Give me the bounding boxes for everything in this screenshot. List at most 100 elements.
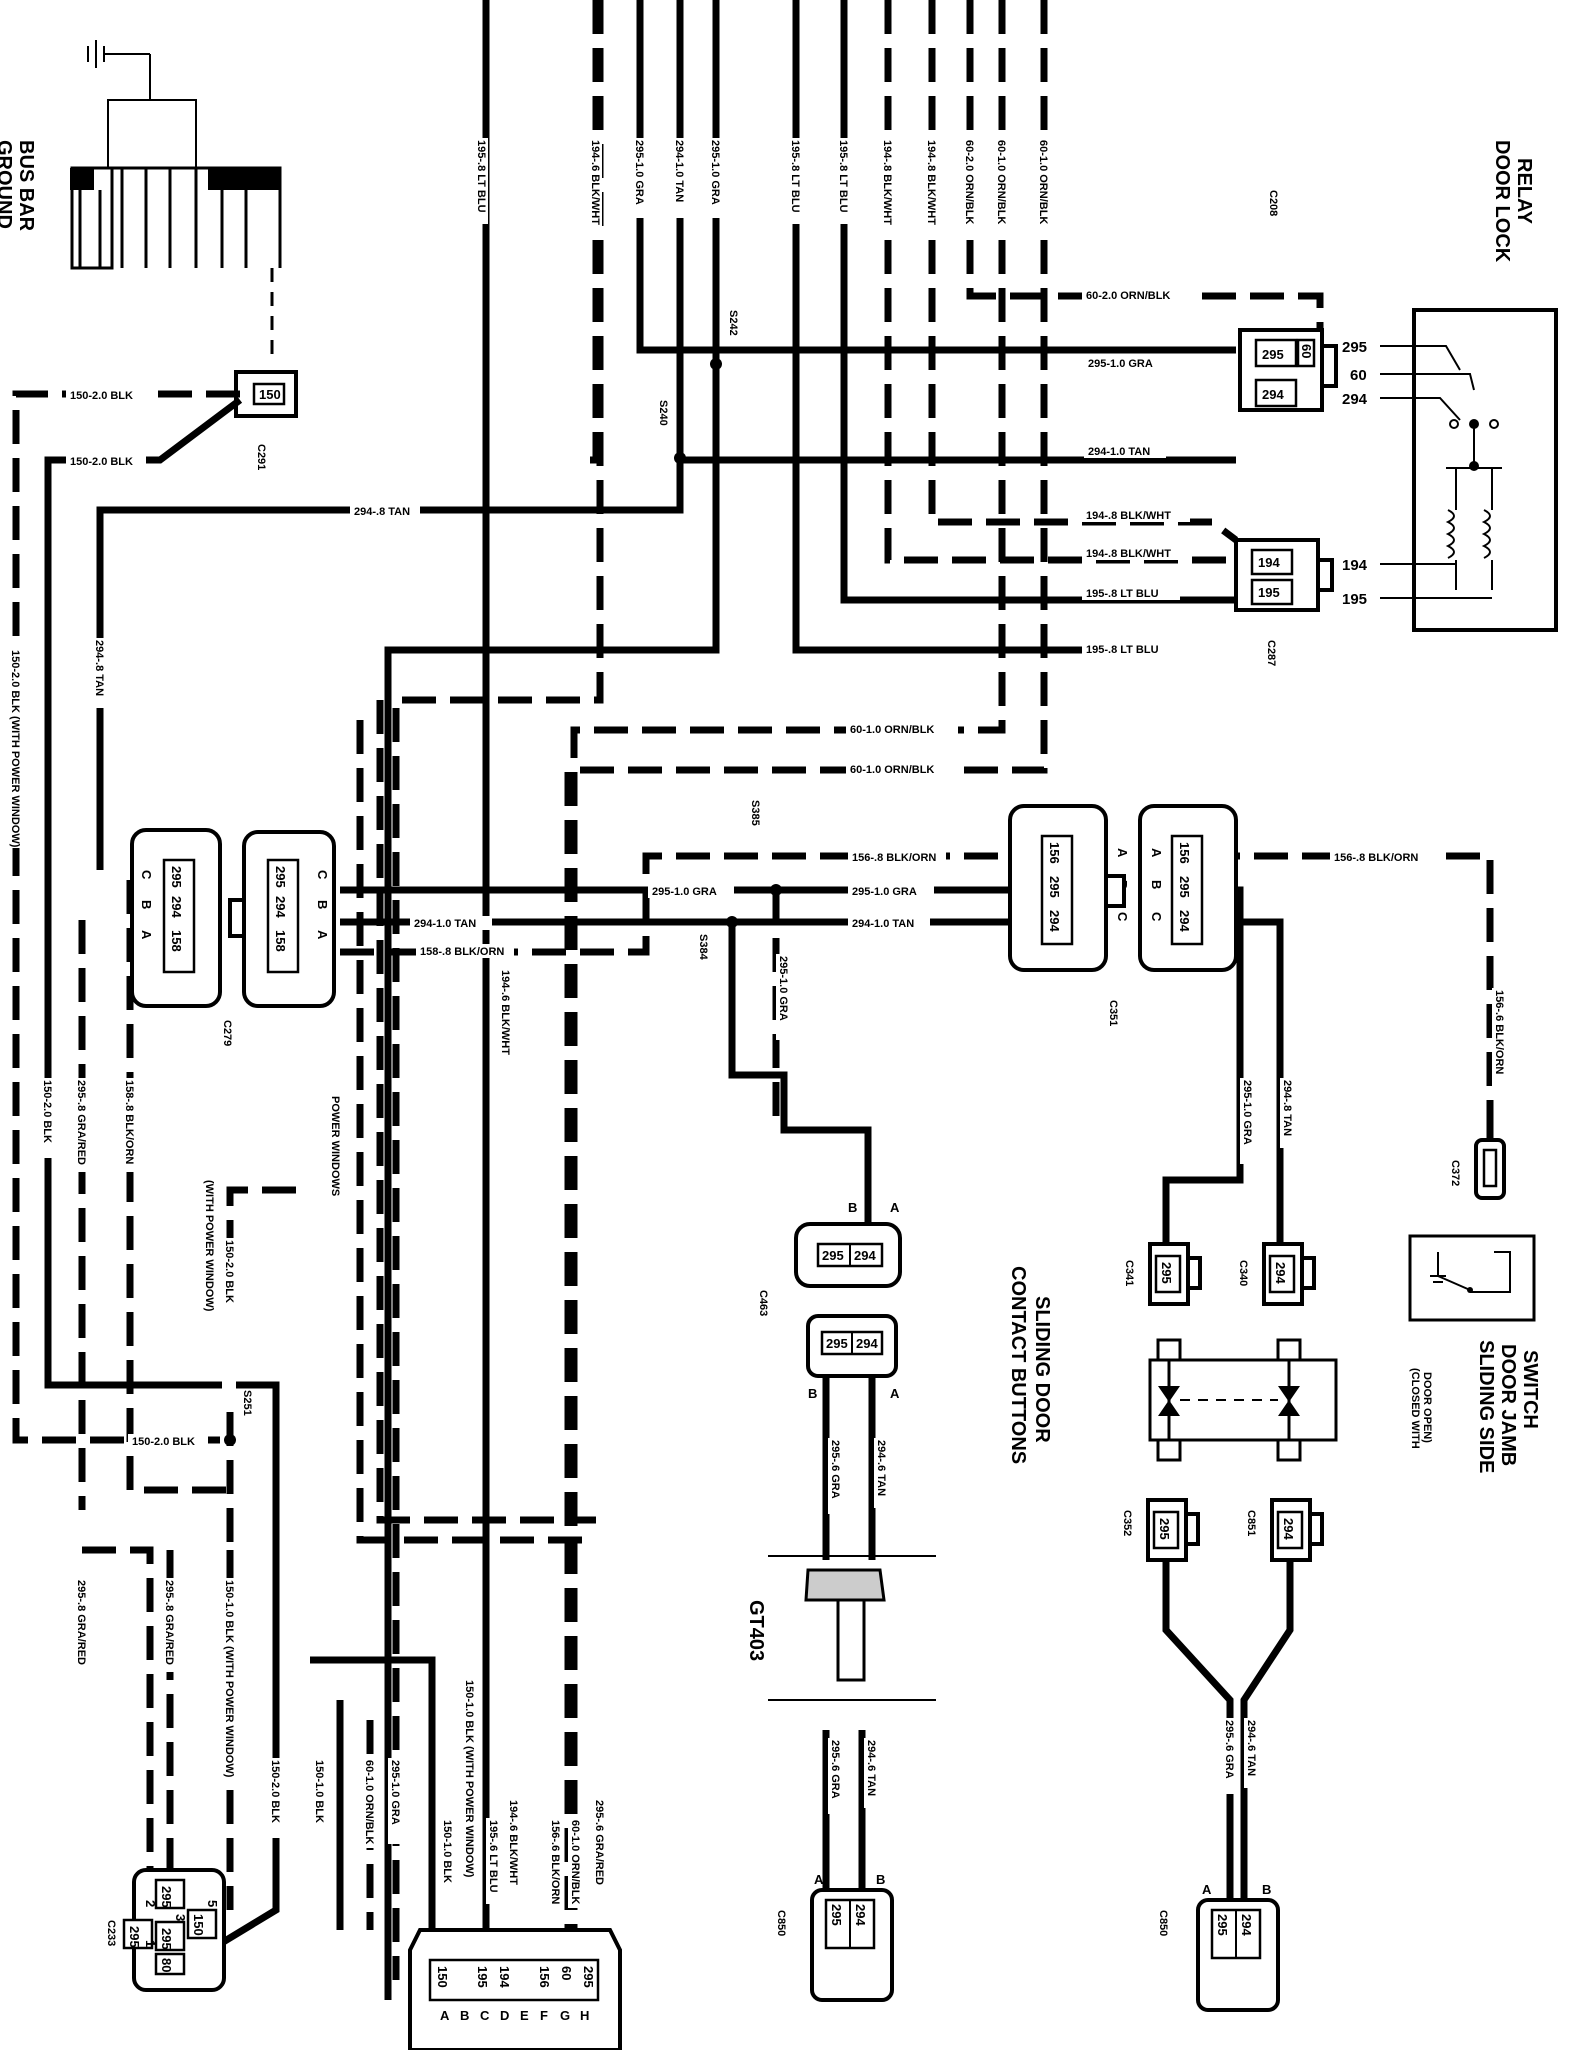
wire-label-150-1-pw: 150-1.0 BLK (WITH POWER WINDOW): [222, 1578, 236, 1778]
svg-text:C291: C291: [255, 444, 267, 470]
wire-label-295-6-gra-a: 295-.6 GRA: [828, 1438, 842, 1514]
wire-label-60-2-top: 60-2.0 ORN/BLK: [1082, 288, 1194, 302]
svg-text:60-2.0 ORN/BLK: 60-2.0 ORN/BLK: [963, 140, 975, 224]
wire-label-294-tan: 294-1.0 TAN: [672, 138, 686, 218]
svg-text:C233: C233: [105, 1920, 117, 1946]
wire-label-150-blk-pw: 150-2.0 BLK (WITH POWER WINDOW): [8, 648, 22, 848]
svg-text:294: 294: [1177, 910, 1192, 932]
wire-label-150-2-c233: 150-2.0 BLK: [268, 1758, 282, 1838]
svg-text:1: 1: [143, 1940, 158, 1947]
splice-s385: S385: [749, 800, 761, 826]
wire-label-294-tan-d: 294-.8 TAN: [92, 638, 106, 708]
connector-contact-button: 295 294 B A: [806, 1314, 900, 1401]
svg-text:C851: C851: [1245, 1510, 1257, 1536]
svg-text:158-.8 BLK/ORN: 158-.8 BLK/ORN: [420, 946, 504, 958]
svg-text:150-2.0 BLK: 150-2.0 BLK: [70, 390, 133, 402]
svg-text:C341: C341: [1123, 1260, 1135, 1286]
svg-text:C: C: [480, 2008, 490, 2023]
wire-label-156-blk-orn-b: 156-.6 BLK/ORN: [548, 1818, 562, 1910]
wire-label-295-gra-red-b: 295-.8 GRA/RED: [74, 1578, 88, 1672]
svg-text:150: 150: [191, 1914, 206, 1936]
svg-text:150-1.0 BLK: 150-1.0 BLK: [441, 1820, 453, 1883]
svg-text:C: C: [1115, 912, 1130, 922]
svg-text:158-.8 BLK/ORN: 158-.8 BLK/ORN: [123, 1080, 135, 1164]
svg-text:C351: C351: [1107, 1000, 1119, 1026]
svg-text:294: 294: [1281, 1518, 1296, 1540]
svg-text:194-.8 BLK/WHT: 194-.8 BLK/WHT: [925, 140, 937, 225]
svg-text:158: 158: [169, 930, 184, 952]
wire-label-195-lt-blu: 195-.8 LT BLU: [474, 138, 488, 224]
svg-text:294: 294: [1047, 910, 1062, 932]
svg-text:295-1.0 GRA: 295-1.0 GRA: [652, 886, 717, 898]
svg-text:294-1.0 TAN: 294-1.0 TAN: [673, 140, 685, 202]
connector-c850-right: 295 294 A B C850: [1157, 1882, 1280, 2012]
wire-label-150-1-pw-b: 150-1.0 BLK (WITH POWER WINDOW): [462, 1678, 476, 1878]
svg-text:A: A: [440, 2008, 450, 2023]
svg-text:295: 295: [829, 1904, 844, 1926]
svg-text:194-.8 BLK/WHT: 194-.8 BLK/WHT: [1086, 548, 1171, 560]
wire-label-194-8-blk-wht-2: 194-.8 BLK/WHT: [924, 138, 938, 228]
connector-c287: 194 195 C287: [1234, 538, 1334, 666]
power-windows-note: POWER WINDOWS (WITH POWER WINDOW): [203, 1096, 341, 1312]
svg-text:150-2.0 BLK: 150-2.0 BLK: [223, 1240, 235, 1303]
svg-text:194-.6 BLK/WHT: 194-.6 BLK/WHT: [499, 970, 511, 1055]
wire-label-150-blk-a: 150-2.0 BLK: [66, 388, 146, 402]
diode-assembly: [1148, 1338, 1338, 1462]
svg-text:156: 156: [537, 1966, 552, 1988]
wire-label-150-blk-b: 150-2.0 BLK: [66, 454, 146, 468]
svg-text:150-2.0 BLK: 150-2.0 BLK: [70, 456, 133, 468]
svg-text:295: 295: [581, 1966, 596, 1988]
svg-text:60-1.0 ORN/BLK: 60-1.0 ORN/BLK: [1037, 140, 1049, 224]
svg-text:POWER WINDOWS: POWER WINDOWS: [329, 1096, 341, 1196]
svg-text:295-.6 GRA/RED: 295-.6 GRA/RED: [593, 1800, 605, 1885]
wire-label-295-gra-2: 295-1.0 GRA: [708, 138, 722, 218]
svg-text:A: A: [890, 1386, 900, 1401]
wire-label-156-right: 156-.8 BLK/ORN: [1330, 850, 1438, 864]
svg-text:295-1.0 GRA: 295-1.0 GRA: [389, 1760, 401, 1825]
svg-text:3: 3: [173, 1914, 188, 1921]
wire-label-60-1-orn-c233: 60-1.0 ORN/BLK: [362, 1758, 376, 1848]
svg-text:194-.8 BLK/WHT: 194-.8 BLK/WHT: [1086, 510, 1171, 522]
connector-c208: 295 294 60: [1238, 328, 1338, 412]
connector-c463: 295 294 B A C463: [757, 1200, 902, 1316]
svg-text:295: 295: [273, 866, 288, 888]
svg-text:294: 294: [854, 1248, 876, 1263]
jamb-switch-note: (CLOSED WITH DOOR OPEN): [1409, 1368, 1433, 1452]
relay-pin-195: 195: [1342, 591, 1367, 608]
door-lock-relay: DOOR LOCK RELAY 295 60 294 194 195 C208: [1267, 140, 1558, 632]
svg-text:150: 150: [259, 387, 281, 402]
svg-text:195-.8 LT BLU: 195-.8 LT BLU: [1086, 588, 1159, 600]
svg-text:A: A: [139, 930, 154, 940]
wire-label-156-vert: 156-.6 BLK/ORN: [1492, 988, 1506, 1086]
wire-label-195-blu-b: 195-.8 LT BLU: [1082, 642, 1180, 656]
svg-text:194-.6 BLK/WHT: 194-.6 BLK/WHT: [589, 140, 601, 225]
svg-text:C340: C340: [1237, 1260, 1249, 1286]
svg-text:294-.6 TAN: 294-.6 TAN: [875, 1440, 887, 1496]
svg-text:60-2.0 ORN/BLK: 60-2.0 ORN/BLK: [1086, 290, 1170, 302]
wire-label-158-mid: 158-.8 BLK/ORN: [416, 944, 514, 958]
wire-label-150-1-c233: 150-1.0 BLK: [312, 1758, 326, 1832]
svg-text:C279: C279: [221, 1020, 233, 1046]
svg-text:B: B: [876, 1872, 885, 1887]
svg-text:294: 294: [273, 896, 288, 918]
wire-label-294-6-tan-c: 294-.6 TAN: [1244, 1718, 1258, 1788]
svg-text:60-1.0 ORN/BLK: 60-1.0 ORN/BLK: [995, 140, 1007, 224]
svg-text:295: 295: [826, 1336, 848, 1351]
connector-c850-left: 295 294 A B C850: [775, 1872, 894, 2002]
splice-labels: S242 S240 S385 S384 S251: [241, 310, 761, 1416]
svg-text:B: B: [139, 900, 154, 909]
connector-c851: 294 C851: [1245, 1498, 1324, 1562]
wire-label-195-lt-blu-3: 195-.8 LT BLU: [836, 138, 850, 224]
svg-text:150-2.0 BLK (WITH POWER WINDOW: 150-2.0 BLK (WITH POWER WINDOW): [9, 650, 21, 848]
connector-c372: C372: [1449, 1138, 1506, 1200]
relay-pin-60: 60: [1350, 367, 1367, 384]
svg-text:295: 295: [822, 1248, 844, 1263]
wire-label-60-1-orn-blk-2: 60-1.0 ORN/BLK: [1036, 138, 1050, 228]
wire-label-294-tan-c: 294-.8 TAN: [350, 504, 420, 518]
svg-text:295: 295: [127, 1926, 142, 1948]
svg-text:295-.6 GRA: 295-.6 GRA: [829, 1740, 841, 1799]
svg-text:295-1.0 GRA: 295-1.0 GRA: [709, 140, 721, 205]
svg-text:195-.8 LT BLU: 195-.8 LT BLU: [789, 140, 801, 213]
svg-text:C: C: [139, 870, 154, 880]
svg-text:C: C: [315, 870, 330, 880]
